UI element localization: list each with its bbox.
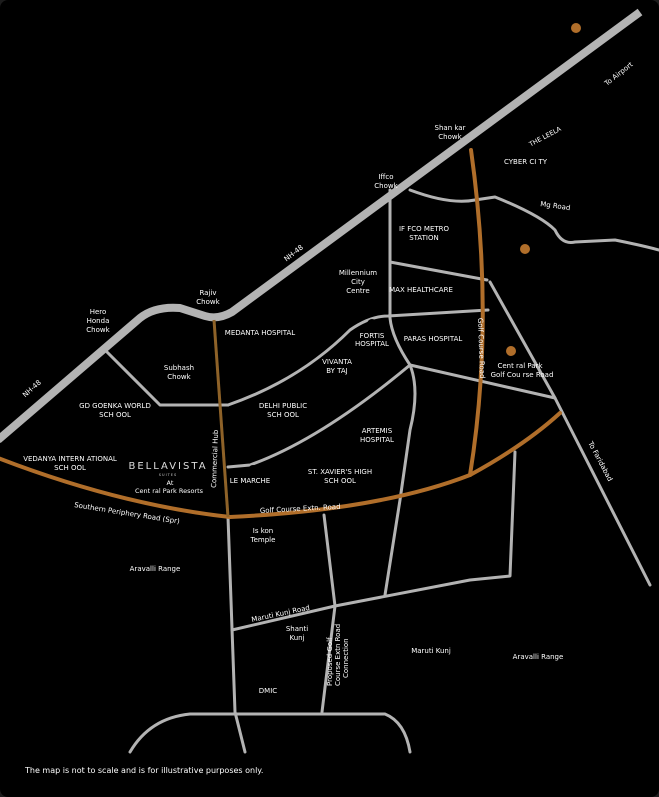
svg-text:ST. XAVIER'S HIGH: ST. XAVIER'S HIGH [308,468,372,476]
school-icon [63,441,73,451]
svg-text:Aravalli Range: Aravalli Range [130,565,181,573]
road-maruti-kunj [230,450,517,632]
school-icon [107,388,117,398]
svg-text:Proposed Golf: Proposed Golf [326,637,334,686]
road-proposed [320,513,337,714]
road-iskon [226,515,247,754]
landmark-labels: CYBER CI TY IF FCO METRO STATION MAX HEA… [23,158,553,485]
svg-text:Connection: Connection [342,638,350,678]
svg-text:SCH OOL: SCH OOL [267,411,299,419]
school-icon [277,389,287,399]
svg-text:Chowk: Chowk [86,326,110,334]
svg-text:Cent ral Park Resorts: Cent ral Park Resorts [135,487,204,495]
building-icon [489,156,499,166]
disclaimer: The map is not to scale and is for illus… [24,766,263,775]
svg-text:HOSPITAL: HOSPITAL [355,340,389,348]
svg-text:SCH OOL: SCH OOL [54,464,86,472]
nh48-road [0,8,643,444]
svg-text:PARAS HOSPITAL: PARAS HOSPITAL [404,335,463,343]
svg-text:BY TAJ: BY TAJ [326,367,348,375]
project-logo: BELLAVISTA SUITES At Cent ral Park Resor… [128,461,207,495]
svg-text:Maruti Kunj: Maruti Kunj [411,647,451,655]
svg-text:Chowk: Chowk [196,298,220,306]
southern-periphery-road [0,411,562,520]
svg-text:Aravalli Range: Aravalli Range [513,653,564,661]
place-labels: Shan kar Chowk Iffco Chowk Rajiv Chowk H… [86,124,563,695]
svg-text:STATION: STATION [409,234,439,242]
marker-dot [520,244,530,254]
golf-course-road [468,148,485,477]
svg-text:Rajiv: Rajiv [199,289,216,297]
road-mg [408,188,659,252]
svg-text:Shan kar: Shan kar [435,124,466,132]
hospital-icon [370,414,380,424]
svg-text:Shanti: Shanti [286,625,308,633]
road-max [388,260,489,282]
commercial-hub-road [212,319,230,518]
marker-dot [571,23,581,33]
svg-text:SCH OOL: SCH OOL [324,477,356,485]
road-delhi-public [226,308,490,407]
label-proposed-road: Proposed Golf Course Extn Road Connectio… [326,624,350,686]
svg-text:FORTIS: FORTIS [360,332,385,340]
hospital-icon [257,315,267,325]
road-hero-subhash [105,350,230,407]
svg-text:BELLAVISTA: BELLAVISTA [128,461,207,472]
svg-text:DELHI PUBLIC: DELHI PUBLIC [259,402,307,410]
marker-dot [506,346,516,356]
svg-text:Chowk: Chowk [374,182,398,190]
svg-text:SCH OOL: SCH OOL [99,411,131,419]
hotel-icon [333,345,343,355]
svg-text:IF FCO METRO: IF FCO METRO [399,225,450,233]
svg-text:MEDANTA HOSPITAL: MEDANTA HOSPITAL [225,329,296,337]
svg-text:At: At [167,479,174,487]
svg-text:HOSPITAL: HOSPITAL [360,436,394,444]
svg-text:DMIC: DMIC [259,687,277,695]
label-cyber-city: CYBER CI TY [504,158,548,166]
svg-text:Subhash: Subhash [164,364,194,372]
road-bottom-arc [128,712,412,754]
svg-text:VIVANTA: VIVANTA [322,358,352,366]
hospital-icon [416,273,426,283]
svg-text:Temple: Temple [250,536,276,544]
svg-text:SUITES: SUITES [159,473,177,477]
svg-text:Centre: Centre [346,287,369,295]
label-commercial-hub: Commercial Hub [210,429,220,488]
svg-text:Is kon: Is kon [253,527,273,535]
hospital-icon [367,319,377,329]
road-lemarche [226,363,412,469]
school-icon [326,453,336,463]
roads [0,8,659,754]
hospital-icon [428,323,438,333]
svg-text:GD GOENKA WORLD: GD GOENKA WORLD [79,402,151,410]
svg-text:Kunj: Kunj [289,634,304,642]
svg-text:VEDANYA INTERN ATIONAL: VEDANYA INTERN ATIONAL [23,455,117,463]
svg-text:Golf Cou rse Road: Golf Cou rse Road [491,371,554,379]
label-golf-course-road: Golf Course Road [476,318,486,379]
metro-icon [412,210,422,220]
svg-text:Chowk: Chowk [438,133,462,141]
svg-text:Honda: Honda [87,317,110,325]
svg-text:Millennium: Millennium [339,269,377,277]
svg-text:MAX HEALTHCARE: MAX HEALTHCARE [389,286,453,294]
svg-text:Chowk: Chowk [167,373,191,381]
svg-text:Iffco: Iffco [378,173,393,181]
svg-text:LE MARCHE: LE MARCHE [230,477,270,485]
svg-text:City: City [351,278,365,286]
svg-text:Cent ral Park: Cent ral Park [497,362,543,370]
shopping-cart-icon [248,465,258,475]
svg-text:ARTEMIS: ARTEMIS [362,427,393,435]
road-to-faridabad [488,280,652,587]
svg-text:Hero: Hero [90,308,107,316]
svg-text:Course Extn Road: Course Extn Road [334,624,342,686]
